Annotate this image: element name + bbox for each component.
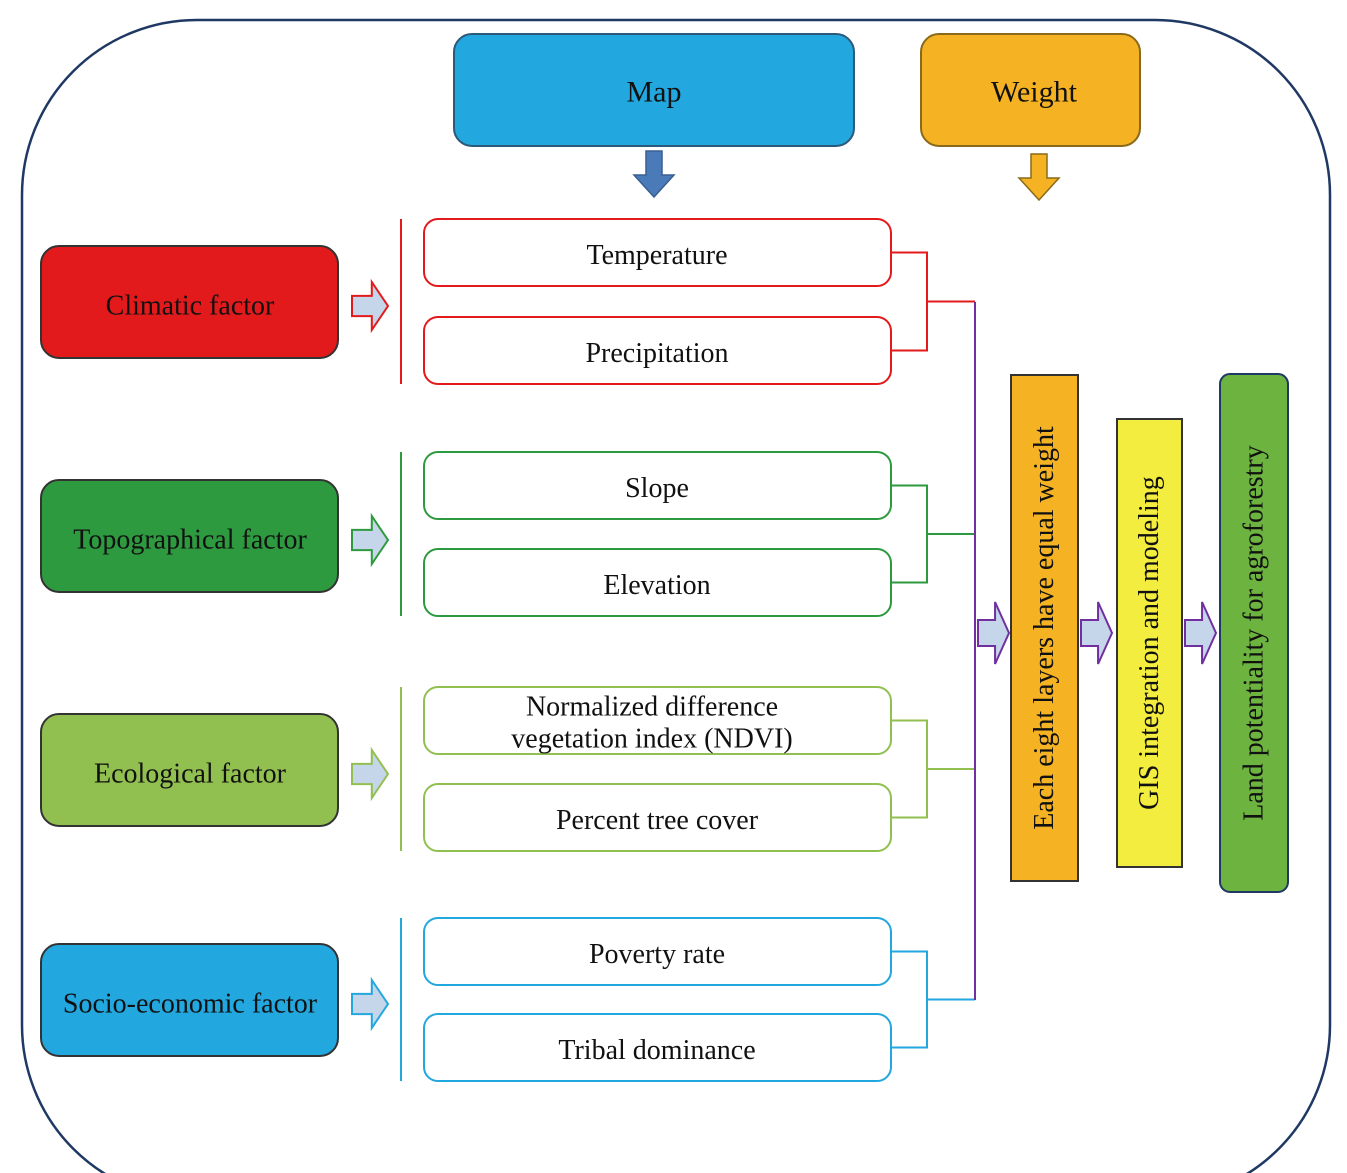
factor-box-topographical bbox=[40, 479, 339, 593]
process-label-land-potentiality: Land potentiality for agroforestry bbox=[1239, 445, 1270, 821]
factor-box-ecological bbox=[40, 713, 339, 827]
layer-label: Tribal dominance bbox=[558, 1035, 755, 1066]
weight-box bbox=[920, 33, 1141, 147]
process-label-gis-integration: GIS integration and modeling bbox=[1134, 476, 1165, 810]
connector-ecological bbox=[891, 719, 975, 819]
process-arrow-3 bbox=[1184, 601, 1218, 665]
process-box-equal-weight bbox=[1010, 374, 1079, 882]
factor-group-socio-economic: Socio-economic factor Poverty rateTribal … bbox=[40, 917, 975, 1082]
layer-label: Precipitation bbox=[585, 338, 728, 369]
map-label: Map bbox=[627, 76, 682, 109]
layer-label-line1: Normalized difference bbox=[526, 692, 778, 723]
process-box-gis-integration bbox=[1116, 418, 1183, 868]
weight-down-arrow bbox=[1017, 153, 1061, 202]
factor-label-topographical: Topographical factor bbox=[73, 525, 307, 556]
factor-arrow-socio-economic bbox=[351, 976, 390, 1032]
process-label-equal-weight: Each eight layers have equal weight bbox=[1029, 426, 1060, 830]
weight-label: Weight bbox=[991, 76, 1078, 109]
connector-socio-economic bbox=[891, 950, 975, 1049]
factor-box-socio-economic bbox=[40, 943, 339, 1057]
map-box bbox=[453, 33, 855, 147]
layer-label-line2: vegetation index (NDVI) bbox=[511, 724, 792, 755]
factor-label-climatic: Climatic factor bbox=[106, 291, 275, 322]
layer-label: Temperature bbox=[586, 240, 727, 271]
factor-label-socio-economic: Socio-economic factor bbox=[63, 989, 318, 1020]
outer-frame bbox=[20, 18, 1332, 1173]
process-arrow-2 bbox=[1080, 601, 1114, 665]
factor-arrow-ecological bbox=[351, 746, 390, 802]
factor-arrow-topographical bbox=[351, 512, 390, 568]
map-down-arrow bbox=[632, 150, 676, 199]
connector-climatic bbox=[891, 251, 975, 352]
factor-arrow-climatic bbox=[351, 278, 390, 334]
factor-box-climatic bbox=[40, 245, 339, 359]
process-box-land-potentiality bbox=[1219, 373, 1289, 893]
process-arrow-1 bbox=[977, 601, 1011, 665]
layer-label: Elevation bbox=[603, 570, 710, 601]
layer-label: Poverty rate bbox=[589, 939, 725, 970]
connector-topographical bbox=[891, 484, 975, 584]
layer-label: Percent tree cover bbox=[556, 805, 759, 836]
factor-label-ecological: Ecological factor bbox=[94, 759, 287, 790]
factor-group-ecological: Ecological factor Normalized differenceve… bbox=[40, 686, 975, 852]
layer-label: Slope bbox=[625, 473, 689, 504]
